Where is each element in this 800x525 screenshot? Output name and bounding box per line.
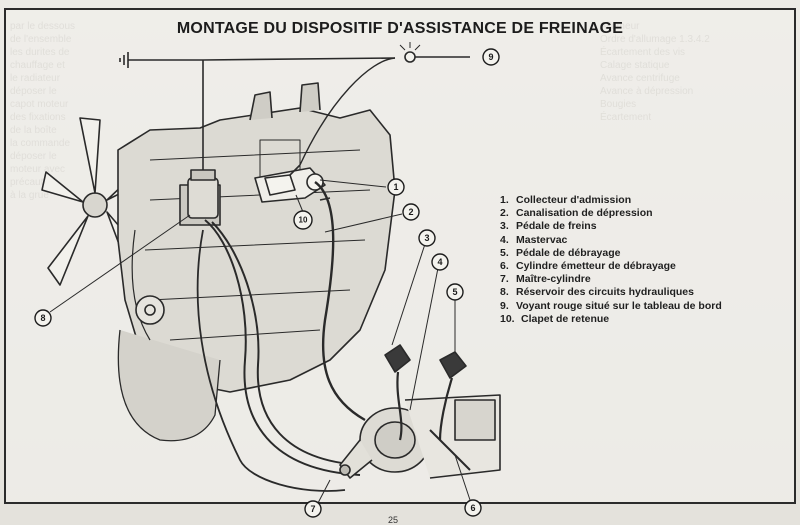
callout-8: 8 bbox=[34, 309, 52, 327]
legend-list: 1.Collecteur d'admission 2.Canalisation … bbox=[500, 194, 755, 326]
callout-1: 1 bbox=[387, 178, 405, 196]
legend-item: 6.Cylindre émetteur de débrayage bbox=[500, 260, 676, 273]
check-valve bbox=[264, 57, 396, 196]
callout-10: 10 bbox=[293, 210, 313, 230]
svg-text:5: 5 bbox=[452, 287, 457, 297]
svg-text:6: 6 bbox=[470, 503, 475, 513]
legend-item: 3.Pédale de freins bbox=[500, 220, 597, 233]
callout-leaders bbox=[49, 179, 471, 504]
svg-text:2: 2 bbox=[408, 207, 413, 217]
callout-5: 5 bbox=[446, 283, 464, 301]
legend-item: 8.Réservoir des circuits hydrauliques bbox=[500, 286, 694, 299]
engine-block bbox=[117, 82, 396, 442]
legend-item: 10.Clapet de retenue bbox=[500, 312, 610, 325]
clutch-pedal bbox=[438, 351, 467, 441]
clutch-bracket bbox=[404, 394, 501, 479]
svg-text:9: 9 bbox=[488, 52, 493, 62]
page-number: 25 bbox=[388, 515, 399, 525]
legend-item: 5.Pédale de débrayage bbox=[500, 246, 621, 259]
callout-7: 7 bbox=[304, 500, 322, 518]
hydraulic-lines bbox=[196, 219, 361, 492]
callouts: 1 2 3 4 5 6 7 8 9 10 bbox=[34, 48, 500, 518]
vacuum-pipe bbox=[314, 181, 366, 422]
callout-4: 4 bbox=[431, 253, 449, 271]
callout-2: 2 bbox=[402, 203, 420, 221]
svg-text:1: 1 bbox=[393, 182, 398, 192]
callout-6: 6 bbox=[464, 499, 482, 517]
ground-symbol bbox=[119, 52, 203, 68]
warning-light-wire bbox=[202, 42, 470, 63]
svg-text:3: 3 bbox=[424, 233, 429, 243]
legend-item: 9.Voyant rouge situé sur le tableau de b… bbox=[500, 299, 722, 312]
legend-item: 4.Mastervac bbox=[500, 233, 568, 246]
legend-item: 1.Collecteur d'admission bbox=[500, 194, 632, 206]
legend-item: 7.Maître-cylindre bbox=[500, 273, 591, 286]
svg-text:10: 10 bbox=[299, 216, 308, 225]
hydraulic-reservoir bbox=[187, 60, 219, 219]
svg-text:4: 4 bbox=[437, 257, 442, 267]
callout-3: 3 bbox=[418, 229, 436, 247]
mastervac-servo bbox=[339, 407, 431, 479]
figure-title: MONTAGE DU DISPOSITIF D'ASSISTANCE DE FR… bbox=[176, 20, 624, 37]
svg-text:8: 8 bbox=[40, 313, 45, 323]
legend-item: 2.Canalisation de dépression bbox=[500, 207, 653, 220]
brake-pedal bbox=[384, 344, 411, 441]
svg-text:7: 7 bbox=[310, 504, 315, 514]
callout-9: 9 bbox=[482, 48, 500, 66]
